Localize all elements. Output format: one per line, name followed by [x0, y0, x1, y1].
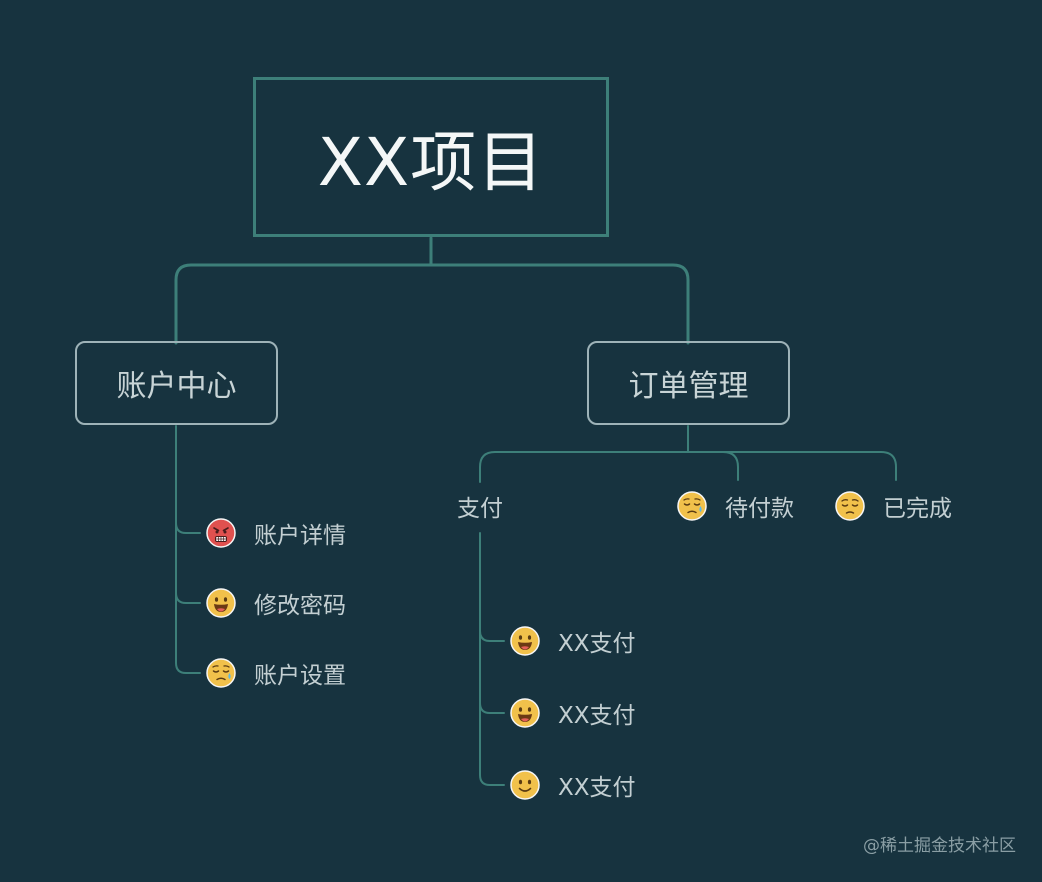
leaf-label: XX支付 — [558, 703, 636, 729]
leaf-label: 支付 — [457, 496, 503, 522]
grinning-face-icon — [510, 698, 540, 728]
root-node[interactable]: XX项目 — [253, 77, 609, 237]
payment-connector — [479, 532, 505, 786]
leaf-label: 账户设置 — [254, 663, 346, 689]
leaf-payment[interactable]: 支付 — [457, 489, 503, 523]
pensive-face-icon — [835, 491, 865, 521]
leaf-account-settings[interactable]: 账户设置 — [206, 656, 346, 690]
root-title: XX项目 — [317, 124, 545, 201]
leaf-xx-payment[interactable]: XX支付 — [510, 624, 636, 658]
leaf-label: 待付款 — [725, 496, 794, 522]
leaf-completed[interactable]: 已完成 — [835, 489, 952, 523]
branch-label: 账户中心 — [116, 369, 237, 404]
leaf-account-details[interactable]: 账户详情 — [206, 516, 346, 550]
sad-sweat-face-icon — [206, 658, 236, 688]
sad-sweat-face-icon — [677, 491, 707, 521]
branch-node-account-center[interactable]: 账户中心 — [75, 341, 278, 425]
leaf-label: XX支付 — [558, 775, 636, 801]
leaf-change-password[interactable]: 修改密码 — [206, 586, 346, 620]
leaf-xx-payment[interactable]: XX支付 — [510, 768, 636, 802]
grinning-face-icon — [510, 626, 540, 656]
branch-node-order-management[interactable]: 订单管理 — [587, 341, 790, 425]
root-connector — [174, 236, 690, 345]
branch-label: 订单管理 — [628, 369, 749, 404]
watermark: @稀土掘金技术社区 — [863, 836, 1016, 856]
leaf-xx-payment[interactable]: XX支付 — [510, 696, 636, 730]
smiling-face-icon — [510, 770, 540, 800]
angry-face-icon — [206, 518, 236, 548]
order-management-connector — [479, 425, 897, 483]
leaf-pending-payment[interactable]: 待付款 — [677, 489, 794, 523]
account-center-connector — [175, 425, 201, 674]
leaf-label: 修改密码 — [254, 593, 346, 619]
leaf-label: 已完成 — [883, 496, 952, 522]
leaf-label: XX支付 — [558, 631, 636, 657]
leaf-label: 账户详情 — [254, 523, 346, 549]
grinning-face-icon — [206, 588, 236, 618]
